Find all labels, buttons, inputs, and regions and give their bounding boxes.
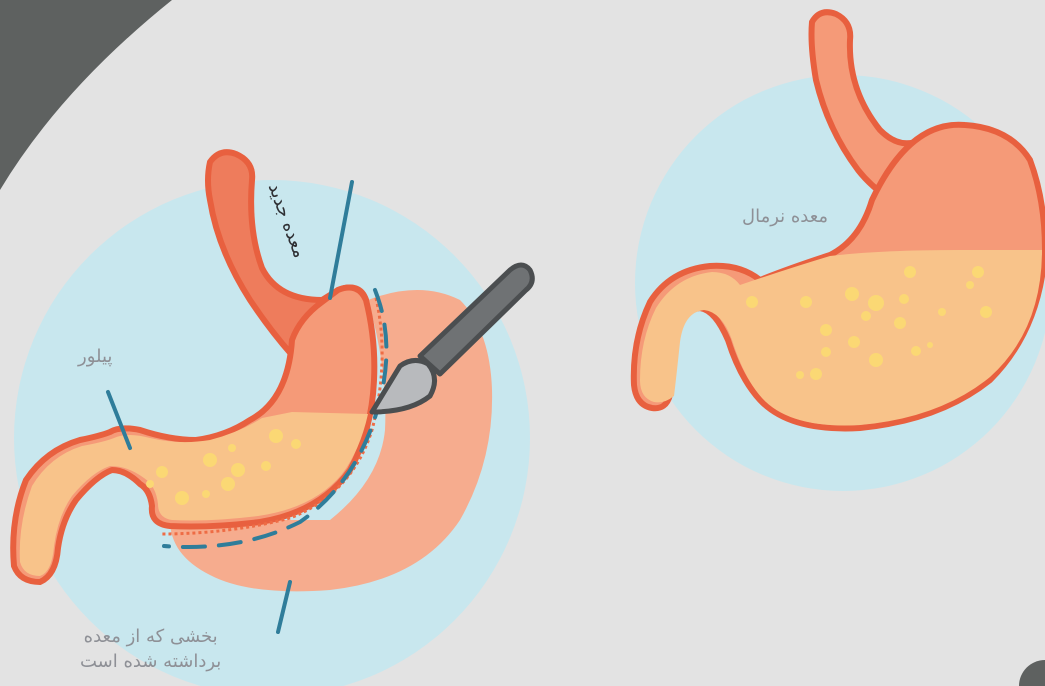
normal-stomach-label: معده نرمال — [742, 206, 828, 227]
dark-corner-circle — [1019, 660, 1045, 686]
removed-part-label-line1: بخشی که از معده — [80, 624, 221, 649]
pylorus-label: پیلور — [78, 346, 112, 367]
removed-part-label: بخشی که از معده برداشته شده است — [80, 624, 221, 674]
removed-part-label-line2: برداشته شده است — [80, 649, 221, 674]
dark-corner-shape — [0, 0, 172, 190]
